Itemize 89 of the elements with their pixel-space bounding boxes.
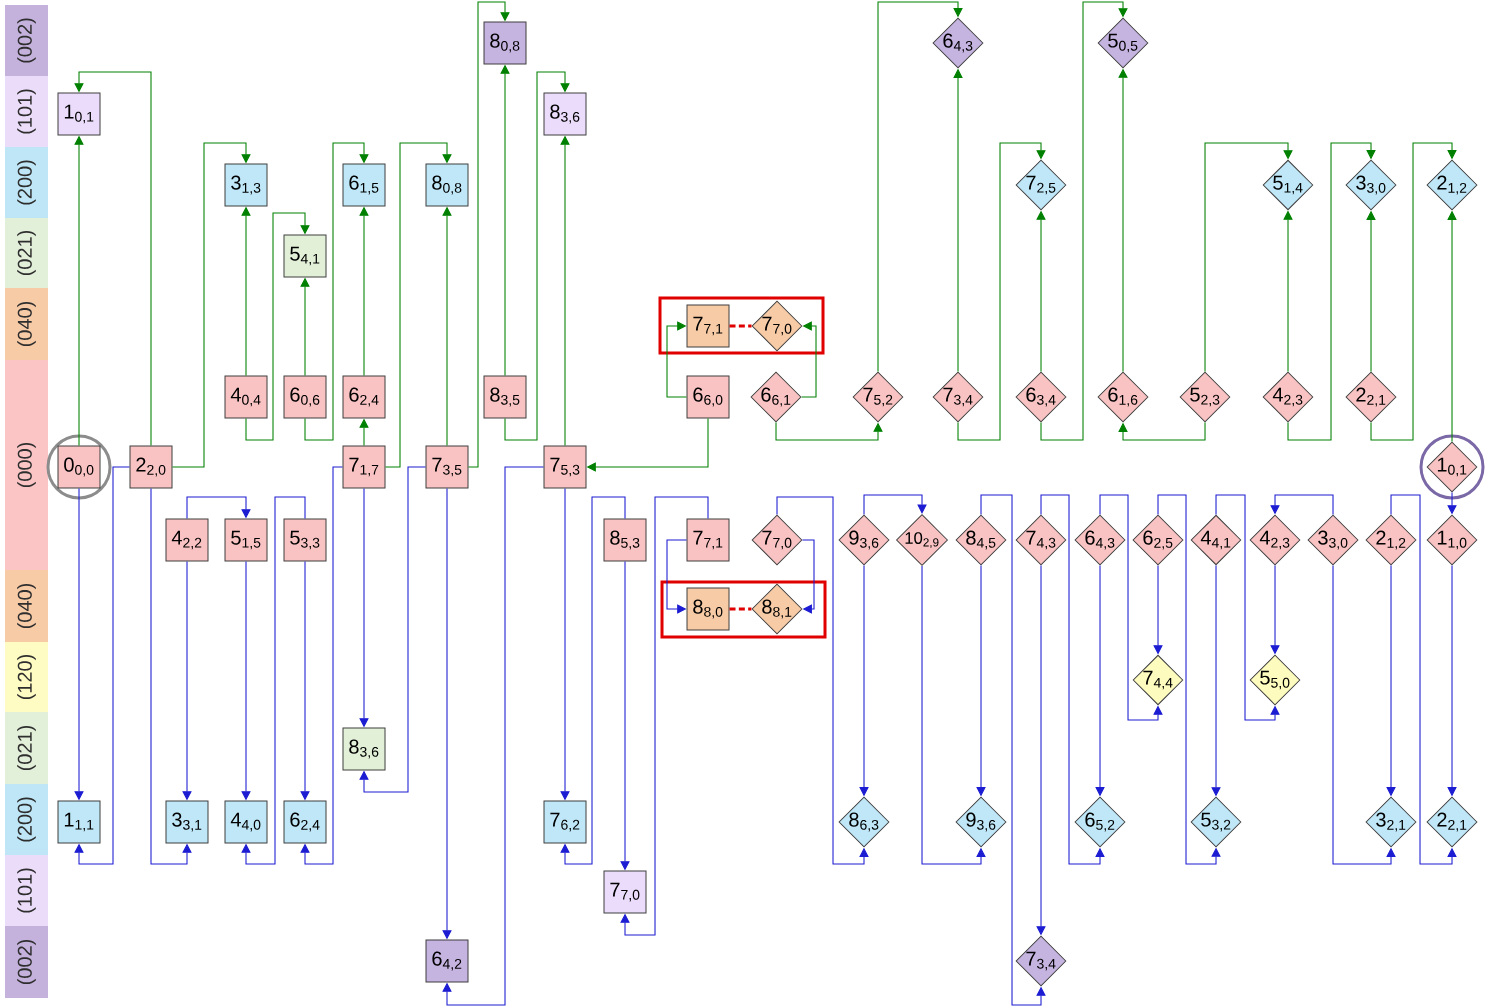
state-box: 4$_{2,2}$ (165, 518, 209, 562)
row-band: (002) (5, 926, 48, 998)
arrow (74, 466, 131, 865)
arrow (300, 466, 344, 865)
row-band: (120) (5, 642, 48, 712)
arrow (921, 565, 986, 865)
row-band: (040) (5, 570, 48, 642)
state-box: 3$_{3,1}$ (165, 800, 209, 844)
arrow (801, 539, 815, 614)
arrow (1099, 494, 1163, 721)
dashed-line (729, 607, 752, 611)
arrow (560, 496, 626, 865)
arrow (186, 496, 251, 520)
row-band: (200) (5, 147, 48, 218)
state-box: 8$_{0,8}$ (425, 163, 469, 207)
state-box: 7$_{1,7}$ (342, 445, 386, 489)
state-box: 6$_{0,6}$ (283, 375, 327, 419)
state-box: 0$_{0,0}$ (57, 445, 101, 489)
arrow (1332, 565, 1396, 865)
arrow (666, 321, 688, 398)
dashed-line (729, 324, 752, 328)
state-box: 8$_{3,6}$ (543, 92, 587, 136)
state-box: 6$_{2,4}$ (283, 800, 327, 844)
arrow (1040, 1, 1128, 441)
state-box: 8$_{5,3}$ (603, 518, 647, 562)
state-box: 8$_{8,0}$ (686, 587, 730, 631)
arrow (504, 71, 570, 441)
arrow (1370, 142, 1457, 441)
highlight-circle (46, 434, 112, 500)
state-box: 7$_{3,5}$ (425, 445, 469, 489)
row-band: (002) (5, 5, 48, 76)
state-box: 8$_{3,6}$ (342, 727, 386, 771)
state-box: 7$_{7,1}$ (686, 304, 730, 348)
state-box: 7$_{7,0}$ (603, 870, 647, 914)
arrow (171, 142, 251, 468)
state-box: 6$_{1,5}$ (342, 163, 386, 207)
arrow (241, 496, 306, 865)
highlight-frame (660, 580, 827, 639)
arrow (980, 494, 1046, 1006)
arrow (1215, 494, 1280, 721)
state-box: 5$_{3,3}$ (283, 518, 327, 562)
arrow (467, 1, 510, 468)
arrow (666, 539, 688, 614)
state-box: 5$_{4,1}$ (283, 234, 327, 278)
arrow (1270, 494, 1334, 515)
state-box: 6$_{2,4}$ (342, 375, 386, 419)
arrow (442, 466, 545, 1006)
row-band: (040) (5, 288, 48, 360)
state-box: 6$_{4,2}$ (425, 939, 469, 983)
state-box: 7$_{5,3}$ (543, 445, 587, 489)
arrow (359, 466, 427, 793)
state-box: 4$_{0,4}$ (224, 375, 268, 419)
row-band: (200) (5, 784, 48, 855)
state-box: 8$_{0,8}$ (483, 21, 527, 65)
arrow (245, 212, 310, 441)
arrow (877, 1, 963, 373)
arrow (1287, 142, 1376, 441)
state-box: 5$_{1,5}$ (224, 518, 268, 562)
arrow (150, 487, 192, 865)
arrow (1157, 494, 1221, 865)
state-box: 1$_{1,1}$ (57, 800, 101, 844)
arrow (1390, 494, 1457, 865)
arrow (775, 422, 883, 441)
state-box: 4$_{4,0}$ (224, 800, 268, 844)
highlight-circle (1419, 434, 1485, 500)
state-box: 7$_{6,2}$ (543, 800, 587, 844)
state-box: 1$_{0,1}$ (57, 92, 101, 136)
state-box: 6$_{6,0}$ (686, 375, 730, 419)
arrow (620, 496, 709, 936)
highlight-frame (658, 296, 825, 355)
arrow (384, 142, 452, 468)
row-band: (021) (5, 218, 48, 288)
row-band: (021) (5, 712, 48, 784)
row-band: (101) (5, 855, 48, 926)
arrow (304, 142, 369, 441)
arrow (801, 321, 817, 398)
state-box: 2$_{2,0}$ (129, 445, 173, 489)
arrow (74, 71, 152, 447)
state-box: 8$_{3,5}$ (483, 375, 527, 419)
row-band: (101) (5, 76, 48, 147)
arrow (776, 496, 869, 865)
arrow (1118, 421, 1206, 441)
state-box: 3$_{1,3}$ (224, 163, 268, 207)
state-box: 7$_{7,1}$ (686, 518, 730, 562)
arrow (1040, 494, 1105, 865)
arrow (957, 142, 1046, 441)
arrow (1204, 142, 1293, 373)
arrow (863, 494, 927, 515)
row-band: (000) (5, 360, 48, 570)
